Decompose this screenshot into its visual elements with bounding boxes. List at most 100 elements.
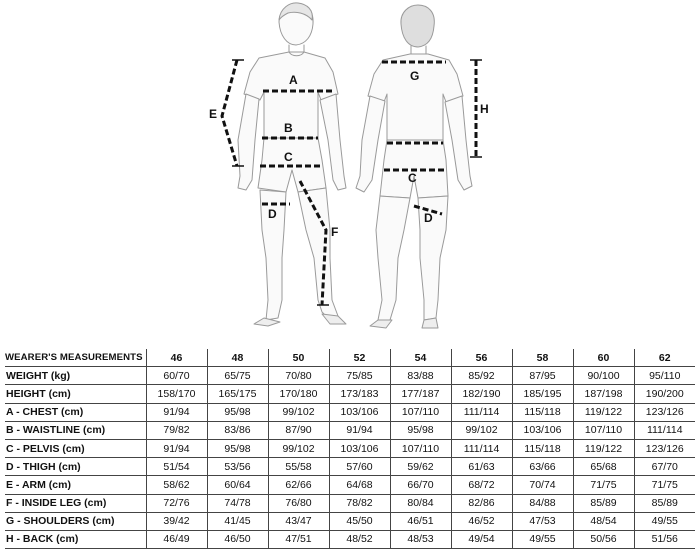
table-cell: 49/55	[511, 530, 573, 549]
table-cell: 99/102	[450, 421, 512, 440]
row-label: HEIGHT (cm)	[5, 384, 146, 404]
front-leg-left	[260, 190, 286, 320]
table-cell: 115/118	[511, 439, 573, 459]
table-cell: 64/68	[328, 475, 390, 495]
table-cell: 103/106	[328, 439, 390, 459]
table-cell: 85/92	[450, 366, 512, 386]
table-cell: 87/95	[511, 366, 573, 386]
size-header: 60	[572, 349, 634, 368]
back-arm-right	[445, 96, 472, 190]
table-cell: 50/56	[572, 530, 634, 549]
table-cell: 123/126	[633, 403, 695, 422]
label-b: B	[284, 121, 293, 135]
table-cell: 68/72	[450, 475, 512, 495]
table-cell: 60/64	[206, 475, 268, 495]
table-cell: 46/49	[145, 530, 207, 549]
table-cell: 123/126	[633, 439, 695, 459]
size-header: 46	[145, 349, 207, 368]
table-cell: 177/187	[389, 384, 451, 404]
table-cell: 95/110	[633, 366, 695, 386]
back-arm-left	[356, 96, 385, 192]
table-cell: 79/82	[145, 421, 207, 440]
table-cell: 95/98	[206, 439, 268, 459]
back-leg-left	[376, 196, 410, 320]
table-cell: 91/94	[145, 403, 207, 422]
table-cell: 71/75	[633, 475, 695, 495]
table-cell: 67/70	[633, 457, 695, 477]
table-cell: 48/52	[328, 530, 390, 549]
front-arm-left	[238, 94, 259, 190]
table-cell: 90/100	[572, 366, 634, 386]
table-cell: 75/85	[328, 366, 390, 386]
back-shirt	[368, 54, 463, 140]
table-cell: 76/80	[267, 494, 329, 513]
size-header: 56	[450, 349, 512, 368]
table-cell: 61/63	[450, 457, 512, 477]
table-cell: 49/55	[633, 512, 695, 531]
table-cell: 158/170	[145, 384, 207, 404]
table-cell: 39/42	[145, 512, 207, 531]
front-measurement-lines	[220, 59, 333, 306]
table-cell: 60/70	[145, 366, 207, 386]
table-cell: 48/53	[389, 530, 451, 549]
table-cell: 170/180	[267, 384, 329, 404]
table-cell: 83/88	[389, 366, 451, 386]
measurement-illustration: A B C D E F G H C D	[209, 0, 489, 345]
size-header: 54	[389, 349, 451, 368]
row-label: B - WAISTLINE (cm)	[5, 421, 146, 440]
size-header: 48	[206, 349, 268, 368]
table-cell: 41/45	[206, 512, 268, 531]
table-cell: 72/76	[145, 494, 207, 513]
table-cell: 99/102	[267, 439, 329, 459]
table-cell: 46/52	[450, 512, 512, 531]
front-leg-right	[298, 188, 338, 320]
table-cell: 47/51	[267, 530, 329, 549]
row-label: E - ARM (cm)	[5, 475, 146, 495]
table-cell: 45/50	[328, 512, 390, 531]
line-f-inseam	[298, 180, 328, 306]
table-cell: 111/114	[450, 403, 512, 422]
table-cell: 182/190	[450, 384, 512, 404]
back-figure	[356, 5, 472, 328]
table-cell: 55/58	[267, 457, 329, 477]
table-cell: 111/114	[633, 421, 695, 440]
table-cell: 95/98	[389, 421, 451, 440]
table-cell: 65/75	[206, 366, 268, 386]
table-cell: 107/110	[572, 421, 634, 440]
table-cell: 187/198	[572, 384, 634, 404]
row-label: G - SHOULDERS (cm)	[5, 512, 146, 531]
table-cell: 107/110	[389, 439, 451, 459]
header-label: WEARER'S MEASUREMENTS	[5, 349, 146, 368]
size-header: 50	[267, 349, 329, 368]
table-cell: 53/56	[206, 457, 268, 477]
table-cell: 66/70	[389, 475, 451, 495]
table-cell: 78/82	[328, 494, 390, 513]
table-cell: 87/90	[267, 421, 329, 440]
table-cell: 119/122	[572, 403, 634, 422]
table-cell: 85/89	[572, 494, 634, 513]
table-cell: 46/51	[389, 512, 451, 531]
table-cell: 84/88	[511, 494, 573, 513]
label-d: D	[268, 207, 277, 221]
table-cell: 48/54	[572, 512, 634, 531]
table-cell: 80/84	[389, 494, 451, 513]
table-cell: 119/122	[572, 439, 634, 459]
row-label: A - CHEST (cm)	[5, 403, 146, 422]
back-measurement-labels: G H C D	[408, 69, 489, 225]
table-cell: 165/175	[206, 384, 268, 404]
row-label: WEIGHT (kg)	[5, 366, 146, 386]
row-label: F - INSIDE LEG (cm)	[5, 494, 146, 513]
table-cell: 62/66	[267, 475, 329, 495]
table-cell: 63/66	[511, 457, 573, 477]
table-cell: 51/56	[633, 530, 695, 549]
table-cell: 59/62	[389, 457, 451, 477]
line-e-arm	[220, 59, 239, 167]
